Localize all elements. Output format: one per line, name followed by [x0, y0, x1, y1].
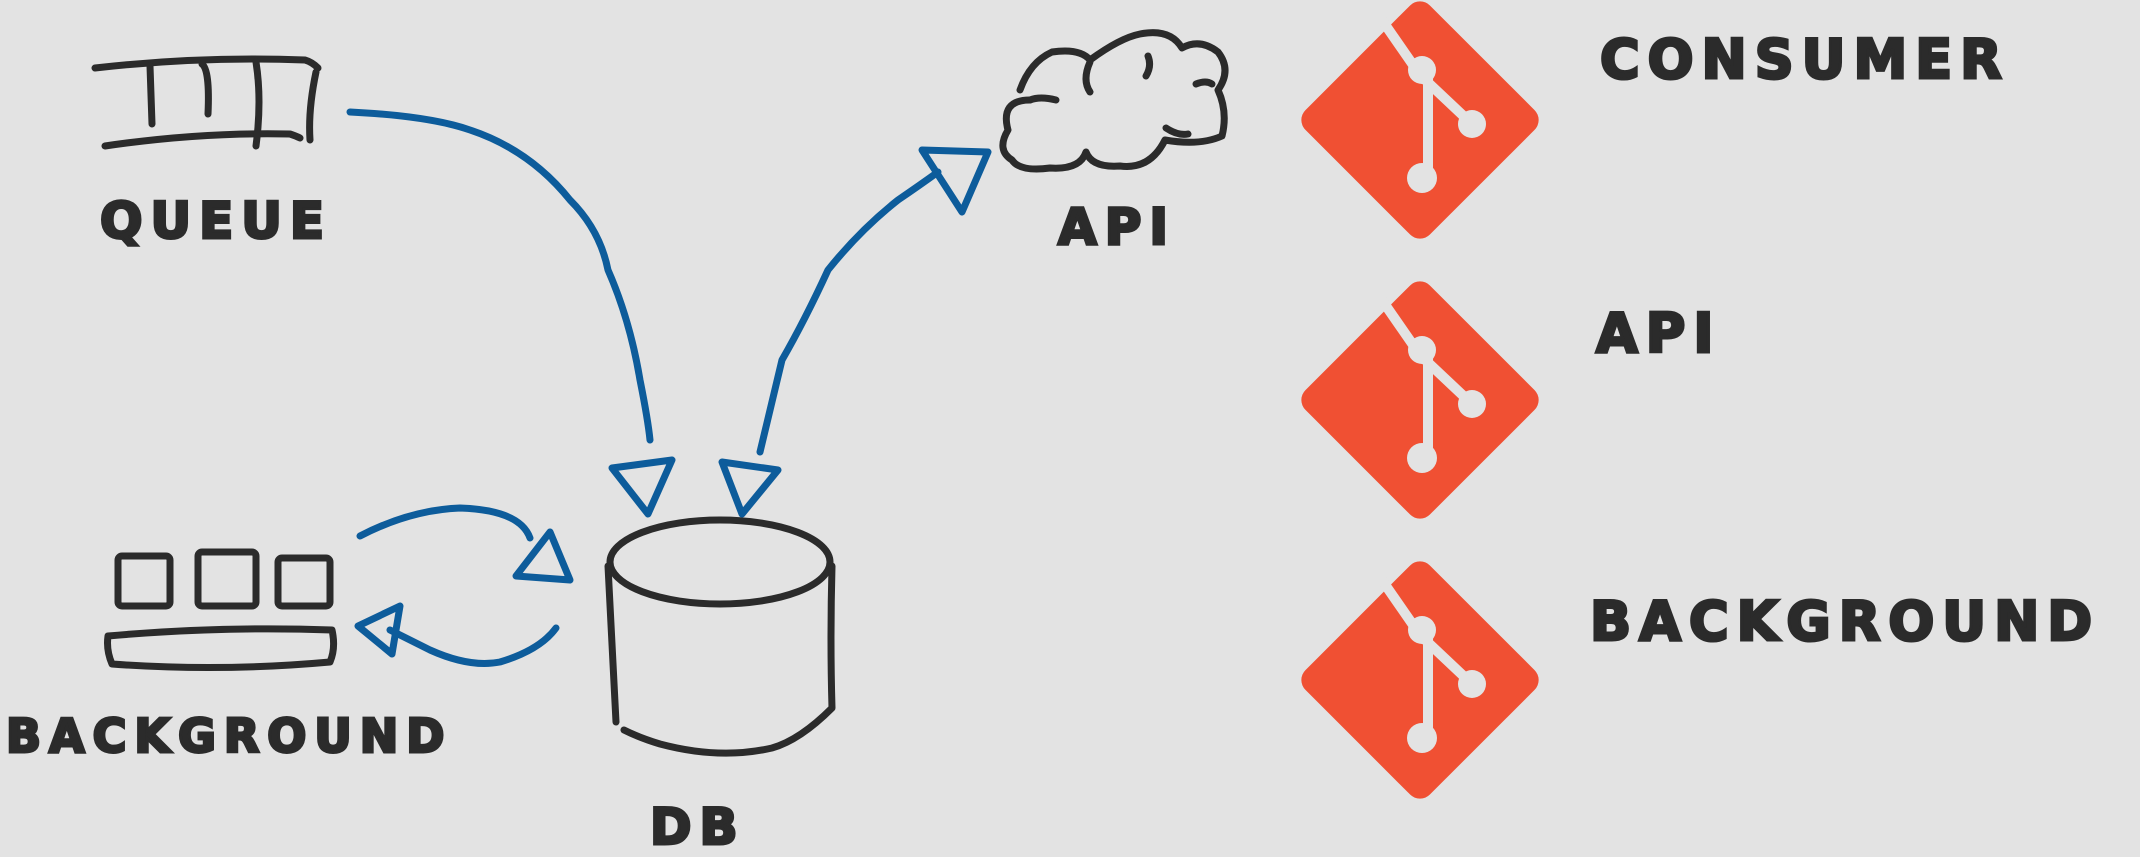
database-icon	[604, 516, 836, 757]
queue-label: QUEUE	[100, 192, 332, 250]
background-to-db-arrow	[356, 504, 574, 584]
db-label: DB	[650, 798, 746, 856]
background-label: BACKGROUND	[6, 709, 452, 763]
repo-label-api: API	[1596, 302, 1721, 365]
queue-icon	[91, 55, 322, 150]
cloud-icon	[999, 29, 1229, 173]
git-logo-api-icon	[1301, 281, 1539, 519]
git-logo-consumer-icon	[1301, 1, 1539, 239]
api-db-arrow	[718, 146, 992, 518]
api-cloud-label: API	[1058, 198, 1176, 256]
repo-label-background: BACKGROUND	[1590, 590, 2100, 653]
db-to-background-arrow	[354, 602, 560, 667]
queue-to-db-arrow	[346, 108, 676, 518]
git-logo-background-icon	[1301, 561, 1539, 799]
background-servers-icon	[104, 548, 338, 672]
repo-label-consumer: CONSUMER	[1600, 28, 2010, 91]
